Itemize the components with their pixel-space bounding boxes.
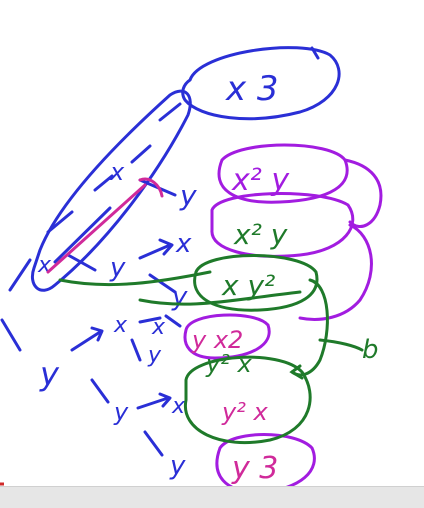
inner-line	[53, 206, 112, 264]
dash-1	[46, 210, 74, 234]
x-corner-label: x	[37, 253, 52, 278]
x2y-label: x² y	[231, 163, 290, 198]
dash-4	[158, 102, 182, 122]
green-line-to-b	[318, 338, 364, 352]
y2x-magenta-label: y² x	[221, 398, 268, 426]
y-label-5: y	[147, 343, 162, 368]
arrow-lower-head	[90, 326, 104, 342]
x3-tick-mark	[310, 46, 320, 60]
y-label-4: y	[171, 282, 188, 312]
arrow-bottom-head	[158, 392, 172, 408]
branch-to-y3	[130, 338, 142, 362]
x2y-ellipse	[217, 143, 349, 204]
long-branch-loop	[31, 89, 192, 292]
x3-label: x 3	[225, 69, 279, 109]
arrow-y-to-x-lower	[70, 330, 102, 352]
branch-to-y-bottom	[143, 430, 164, 457]
y-label-1: y	[179, 179, 197, 212]
x-label-7: x	[171, 394, 186, 419]
xy2-ellipse	[193, 254, 319, 312]
magenta-diagonal	[46, 183, 147, 274]
dash-2	[93, 174, 114, 192]
y2x-green-ellipse	[183, 355, 312, 445]
y-label-6: y	[113, 398, 129, 426]
x-label-5: x	[113, 313, 128, 338]
arrow-y-to-x-head	[158, 238, 174, 256]
y3-ellipse	[215, 433, 316, 494]
yx2-label: y x2	[191, 326, 243, 354]
yx2-ellipse	[183, 313, 271, 360]
x-upper-label: x	[109, 158, 125, 186]
green-underline-2	[138, 290, 302, 306]
y-label-7: y	[169, 451, 186, 481]
xy2-label: x y²	[221, 269, 275, 302]
branch-to-y2	[148, 273, 177, 294]
dash-3	[130, 144, 152, 164]
y-left-label: y	[39, 355, 60, 393]
left-vertical-stroke	[0, 318, 22, 352]
branch-x-x-2	[164, 314, 182, 328]
bottom-toolbar-strip	[0, 486, 424, 508]
y3-label: y 3	[231, 451, 278, 486]
x3-ellipse	[181, 46, 341, 121]
branch-x-x	[138, 316, 162, 324]
x2y-curl	[343, 158, 383, 228]
x2y-green-label: x² y	[233, 218, 288, 251]
left-outer-stroke	[8, 258, 32, 292]
arrow-y-to-x	[138, 243, 172, 260]
x2y-green-ellipse	[210, 192, 355, 258]
x-label-6: x	[151, 315, 166, 340]
x-label-3: x	[175, 229, 192, 259]
branch-y-down	[90, 378, 110, 404]
y2x-green-label: y² x	[205, 350, 252, 378]
purple-curl-right	[298, 223, 373, 321]
branch-to-y-arrow	[66, 253, 97, 272]
b-label: b	[362, 335, 379, 365]
green-right-loop	[290, 278, 329, 377]
arrow-y-to-x-bottom	[136, 396, 170, 410]
green-underline-1	[58, 270, 212, 287]
magenta-hook	[138, 177, 164, 198]
y-label-2: y	[109, 253, 126, 283]
